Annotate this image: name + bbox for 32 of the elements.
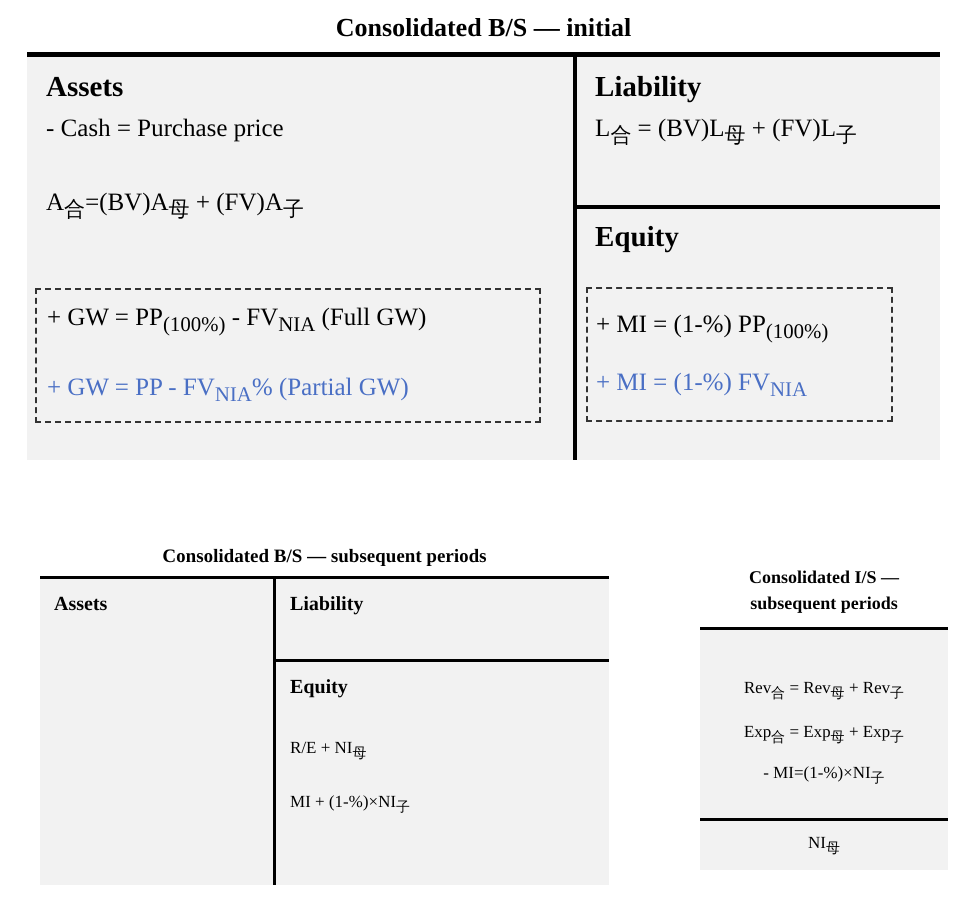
section-heading: Equity: [595, 221, 679, 254]
income-section: [700, 627, 948, 821]
formula-text: Rev$_{合}$ = Rev$_{母}$ + Rev$_{子}$: [744, 678, 904, 702]
formula-text: MI + (1-%)×NI$_{子}$: [290, 792, 410, 816]
table-title: Consolidated I/S — subsequent periods: [748, 566, 900, 615]
formula-text: L$_{合}$ = (BV)L$_{母}$ + (FV)L$_{子}$: [595, 115, 858, 149]
section-heading: Assets: [54, 593, 108, 616]
assets-section: [27, 52, 573, 460]
assets-section: [40, 576, 273, 885]
section-heading: Liability: [595, 71, 702, 104]
formula-text: + GW = PP - FV$_{NIA}$% (Partial GW): [47, 374, 409, 407]
formula-text: A$_{合}$=(BV)A$_{母}$ + (FV)A$_{子}$: [46, 189, 304, 223]
formula-text: NI$_{母}$: [808, 833, 840, 858]
equity-section: [573, 205, 940, 460]
formula-text: + GW = PP$_{(100%)}$ - FV$_{NIA}$ (Full GW): [47, 304, 426, 337]
section-heading: Assets: [46, 71, 124, 104]
section-heading: Equity: [290, 676, 348, 699]
liability-section: [273, 576, 609, 662]
formula-text: - MI=(1-%)×NI$_{子}$: [763, 763, 885, 788]
net-income-section: [700, 818, 948, 870]
formula-text: + MI = (1-%) PP$_{(100%)}$: [596, 311, 828, 344]
formula-text: R/E + NI$_{母}$: [290, 738, 366, 762]
formula-text: Exp$_{合}$ = Exp$_{母}$ + Exp$_{子}$: [744, 722, 904, 746]
dashed-box: [35, 288, 541, 423]
liability-section: [573, 52, 940, 207]
formula-text: - Cash = Purchase price: [46, 115, 284, 143]
table-title: Consolidated B/S — subsequent periods: [162, 546, 487, 568]
section-heading: Liability: [290, 593, 364, 616]
equity-section: [273, 659, 609, 885]
dashed-box: [586, 287, 893, 422]
table-title: Consolidated B/S — initial: [336, 13, 632, 43]
formula-text: + MI = (1-%) FV$_{NIA}$: [596, 369, 808, 402]
